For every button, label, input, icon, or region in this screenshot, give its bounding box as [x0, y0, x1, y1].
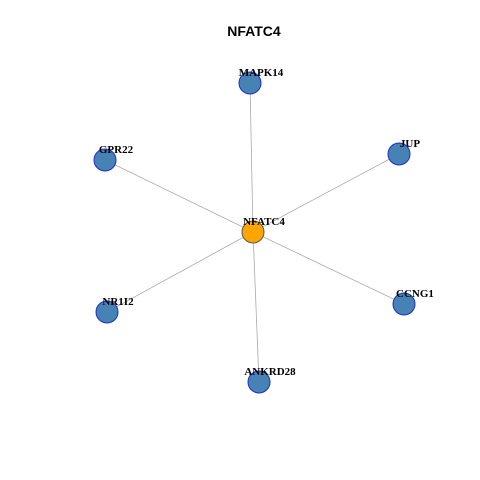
node-label-hub-nfatc4: NFATC4: [243, 216, 285, 228]
node-circle-gpr22: [93, 148, 117, 172]
edge-nfatc4-gpr22: [104, 159, 254, 233]
edge-nfatc4-ccng1: [252, 231, 405, 305]
node-mapk14: MAPK14: [238, 67, 284, 95]
node-circle-hub-nfatc4: [241, 220, 265, 244]
edge-nfatc4-ankrd28: [252, 231, 260, 383]
node-circle-nr1i2: [95, 300, 119, 324]
node-circle-jup: [387, 142, 411, 166]
node-nr1i2: NR1I2: [95, 296, 134, 324]
node-circle-ccng1: [392, 292, 416, 316]
node-label-ankrd28: ANKRD28: [244, 366, 296, 378]
edges-layer: [104, 82, 405, 383]
node-ccng1: CCNG1: [392, 288, 434, 316]
edge-nfatc4-nr1i2: [106, 231, 254, 313]
node-circle-ankrd28: [247, 370, 271, 394]
diagram-title: NFATC4: [227, 23, 281, 39]
node-label-mapk14: MAPK14: [239, 67, 284, 79]
node-label-ccng1: CCNG1: [396, 288, 434, 300]
node-label-nr1i2: NR1I2: [102, 296, 134, 308]
edge-nfatc4-mapk14: [249, 82, 254, 233]
node-label-jup: JUP: [400, 138, 420, 150]
node-jup: JUP: [387, 138, 420, 166]
node-gpr22: GPR22: [93, 144, 134, 172]
node-ankrd28: ANKRD28: [244, 366, 296, 394]
edge-nfatc4-jup: [252, 153, 400, 233]
node-circle-mapk14: [238, 71, 262, 95]
node-label-gpr22: GPR22: [99, 144, 134, 156]
node-hub-nfatc4: NFATC4: [241, 216, 285, 244]
